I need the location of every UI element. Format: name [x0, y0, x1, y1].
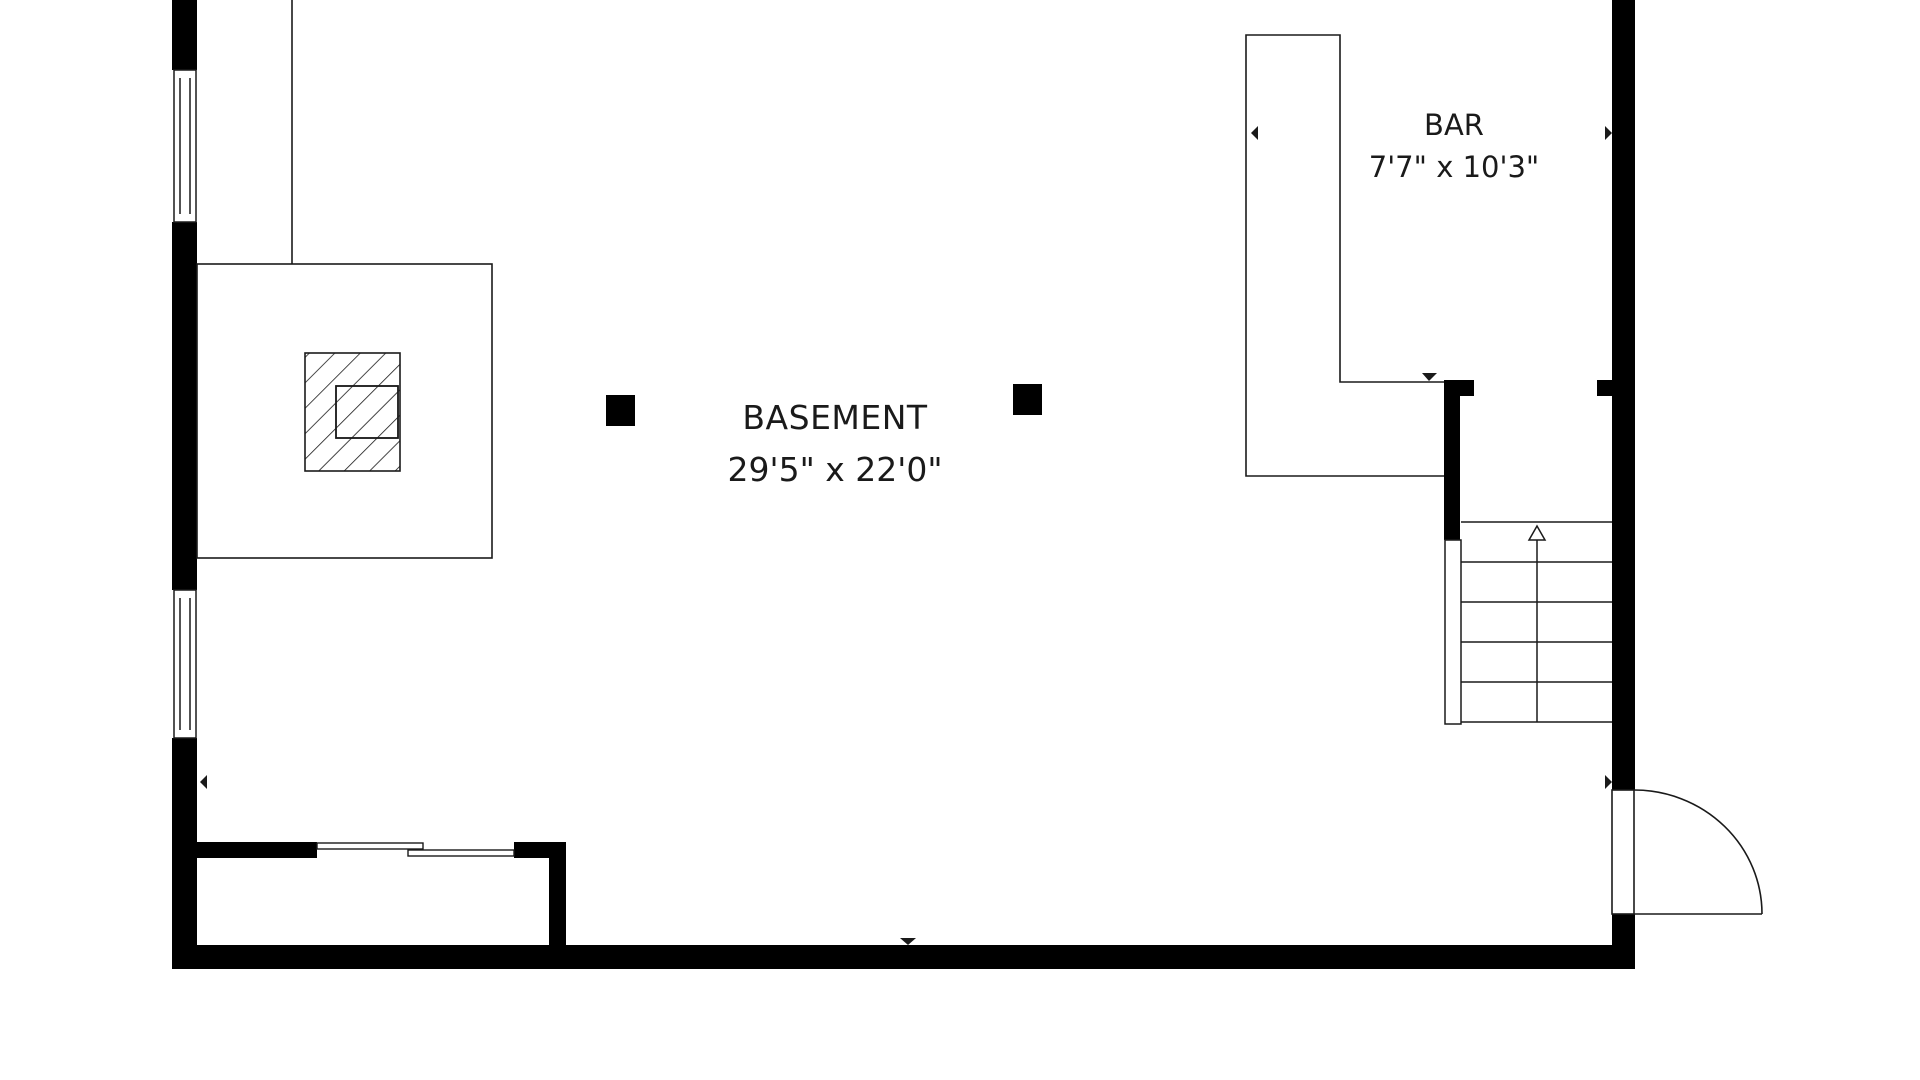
- window-left-upper: [173, 69, 197, 223]
- bar-counter: [1245, 34, 1451, 477]
- bar-room-dimensions: 7'7" x 10'3": [1368, 150, 1540, 184]
- sliding-door: [316, 842, 515, 857]
- basement-room-name: BASEMENT: [742, 398, 928, 437]
- basement-room-dimensions: 29'5" x 22'0": [727, 450, 943, 489]
- window-left-lower: [173, 589, 197, 739]
- storage-walls: [197, 842, 566, 948]
- bar-room-name: BAR: [1424, 108, 1484, 142]
- staircase: [1444, 521, 1612, 725]
- support-column: [1013, 384, 1042, 415]
- stair-walls: [1444, 380, 1614, 540]
- support-column: [606, 395, 635, 426]
- exterior-door: [1611, 789, 1763, 915]
- dimension-markers: [200, 126, 1612, 945]
- fireplace: [196, 0, 493, 559]
- exterior-walls: [172, 0, 1635, 969]
